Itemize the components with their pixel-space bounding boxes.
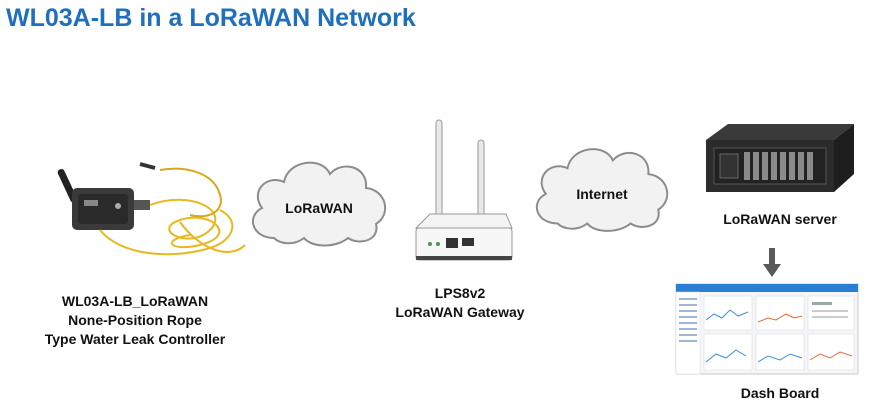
gateway-image: [414, 119, 513, 261]
server-label: LoRaWAN server: [723, 211, 837, 227]
sensor-label-line3: Type Water Leak Controller: [44, 331, 226, 347]
sensor-label: WL03A-LB_LoRaWAN None-Position Rope Type…: [30, 292, 240, 349]
internet-cloud-label: Internet: [576, 186, 628, 202]
water-leak-sensor-image: [57, 162, 246, 256]
server-image: [706, 124, 854, 192]
lorawan-cloud-shape: [251, 161, 387, 247]
dashboard-image: [675, 283, 859, 375]
lorawan-cloud-label: LoRaWAN: [285, 200, 353, 216]
gateway-label-line1: LPS8v2: [434, 285, 486, 301]
gateway-label-line2: LoRaWAN Gateway: [395, 304, 525, 320]
dashboard-label: Dash Board: [740, 385, 820, 401]
arrow-down-icon: [763, 248, 781, 277]
sensor-label-line1: WL03A-LB_LoRaWAN: [61, 293, 209, 309]
sensor-label-line2: None-Position Rope: [68, 312, 202, 328]
gateway-label: LPS8v2 LoRaWAN Gateway: [370, 284, 550, 322]
diagram-title: WL03A-LB in a LoRaWAN Network: [6, 4, 416, 32]
internet-cloud-shape: [535, 148, 669, 232]
